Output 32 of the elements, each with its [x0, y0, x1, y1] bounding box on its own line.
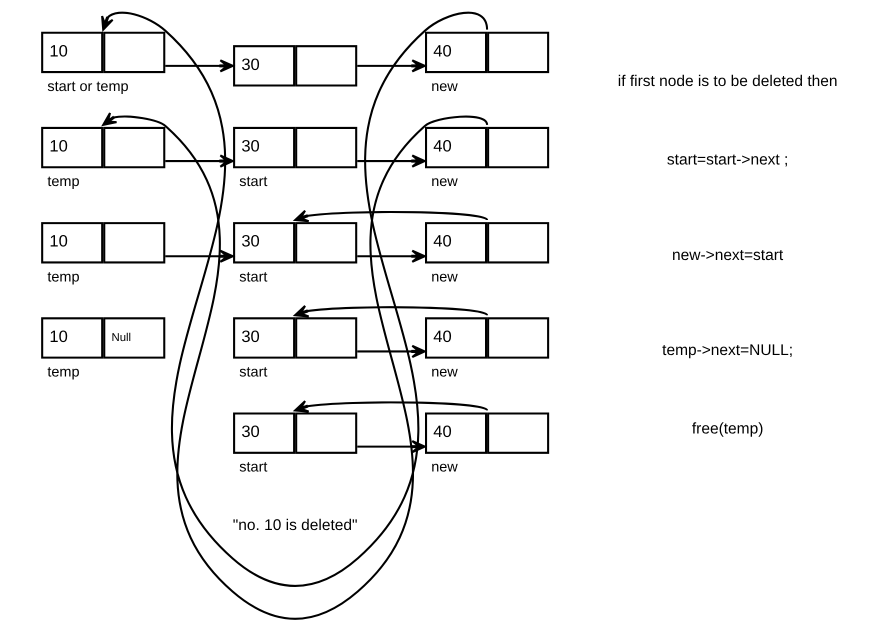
arrow: [165, 154, 234, 168]
arrow: [357, 250, 426, 263]
arrow: [165, 250, 234, 263]
node-label: start: [239, 460, 268, 476]
node-label: new: [431, 460, 458, 476]
node-label: new: [431, 78, 458, 95]
arrow: [101, 12, 488, 587]
node-label: start: [239, 364, 268, 380]
node-label: new: [431, 269, 458, 286]
arrow: [357, 440, 426, 454]
arrow: [165, 59, 234, 72]
node-label: temp: [47, 364, 80, 380]
node-label: start or temp: [47, 78, 129, 95]
label: "no. 10 is deleted": [232, 516, 358, 534]
node-label: start: [239, 174, 268, 190]
arrow: [357, 154, 426, 168]
arrow: [357, 344, 426, 358]
label: free(temp): [692, 420, 764, 438]
node-label: temp: [47, 174, 80, 190]
label: start=start->next ;: [666, 152, 788, 169]
arrow: [102, 112, 488, 620]
arrow: [294, 210, 488, 222]
node-label: new: [431, 364, 458, 380]
node-label: new: [431, 174, 458, 190]
label: temp->next=NULL;: [662, 342, 794, 360]
node-label: start: [239, 269, 268, 286]
arrow: [294, 304, 488, 318]
label: new->next=start: [672, 246, 784, 264]
node-label: temp: [47, 269, 80, 286]
label: if first node is to be deleted then: [618, 73, 838, 90]
arrow: [294, 400, 488, 413]
arrow: [357, 59, 426, 72]
